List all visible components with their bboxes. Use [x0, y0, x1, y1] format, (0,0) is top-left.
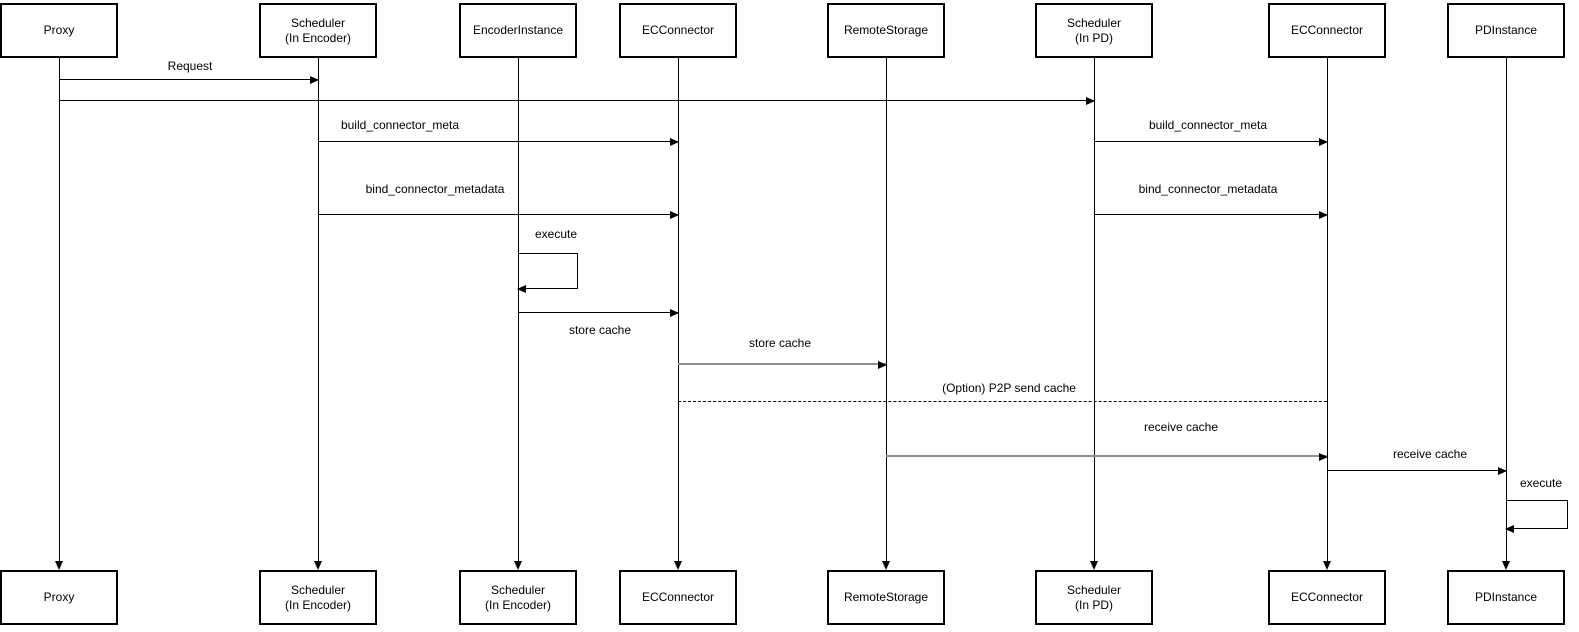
lifeline-scheduler-pd — [1094, 58, 1095, 561]
message-bind-connector-metadata-encoder — [318, 211, 679, 219]
message-store-cache-remotestorage — [678, 361, 887, 369]
self-message-execute-pd — [1505, 500, 1568, 533]
message-receive-cache-ecconnector — [886, 453, 1328, 461]
lifeline-remotestorage — [886, 58, 887, 561]
arrow-right-icon — [1319, 138, 1328, 146]
arrow-right-icon — [1498, 467, 1507, 475]
actor-bottom-box-remotestorage: RemoteStorage — [827, 570, 945, 625]
message-label-p2p-send-cache: (Option) P2P send cache — [942, 381, 1076, 395]
lifeline-arrow-down-icon — [882, 561, 890, 570]
lifeline-scheduler-encoder — [318, 58, 319, 561]
lifeline-arrow-down-icon — [1502, 561, 1510, 570]
lifeline-arrow-down-icon — [314, 561, 322, 570]
message-request — [59, 76, 319, 84]
actor-bottom-box-encoderinstance: Scheduler (In Encoder) — [459, 570, 577, 625]
actor-top-box-proxy: Proxy — [0, 3, 118, 58]
arrow-right-icon — [670, 211, 679, 219]
message-label-receive-cache-ecconnector: receive cache — [1143, 420, 1219, 434]
message-label-build-connector-meta-pd: build_connector_meta — [1148, 118, 1268, 132]
message-label-bind-connector-metadata-pd: bind_connector_metadata — [1138, 182, 1278, 196]
lifeline-encoderinstance — [518, 58, 519, 561]
actor-bottom-box-ecconnector-enc: ECConnector — [619, 570, 737, 625]
self-message-execute-encoder — [517, 253, 578, 293]
actor-top-box-scheduler-pd: Scheduler (In PD) — [1035, 3, 1153, 58]
actor-bottom-box-scheduler-pd: Scheduler (In PD) — [1035, 570, 1153, 625]
actor-top-box-remotestorage: RemoteStorage — [827, 3, 945, 58]
lifeline-arrow-down-icon — [55, 561, 63, 570]
arrow-right-icon — [1086, 97, 1095, 105]
message-label-request: Request — [167, 59, 213, 73]
message-build-connector-meta-encoder — [318, 138, 679, 146]
message-proxy-to-scheduler-pd — [59, 97, 1095, 105]
arrow-left-icon — [517, 285, 526, 293]
arrow-right-icon — [878, 361, 887, 369]
arrow-right-icon — [670, 138, 679, 146]
actor-bottom-box-proxy: Proxy — [0, 570, 118, 625]
lifeline-pdinstance — [1506, 58, 1507, 561]
lifeline-arrow-down-icon — [514, 561, 522, 570]
actor-bottom-box-ecconnector-pd: ECConnector — [1268, 570, 1386, 625]
lifeline-ecconnector-pd — [1327, 58, 1328, 561]
message-label-bind-connector-metadata-encoder: bind_connector_metadata — [365, 182, 505, 196]
arrow-right-icon — [1319, 211, 1328, 219]
lifeline-arrow-down-icon — [1090, 561, 1098, 570]
actor-top-box-ecconnector-pd: ECConnector — [1268, 3, 1386, 58]
arrow-right-icon — [310, 76, 319, 84]
message-label-build-connector-meta-encoder: build_connector_meta — [340, 118, 460, 132]
message-label-store-cache-encoderinstance: store cache — [568, 323, 632, 337]
message-label-execute-pd: execute — [1519, 476, 1563, 490]
message-label-execute-encoder: execute — [534, 227, 578, 241]
actor-bottom-box-scheduler-encoder: Scheduler (In Encoder) — [259, 570, 377, 625]
lifeline-arrow-down-icon — [1323, 561, 1331, 570]
message-label-receive-cache-pdinstance: receive cache — [1392, 447, 1468, 461]
message-label-store-cache-remotestorage: store cache — [748, 336, 812, 350]
actor-top-box-encoderinstance: EncoderInstance — [459, 3, 577, 58]
actor-bottom-box-pdinstance: PDInstance — [1447, 570, 1565, 625]
message-store-cache-encoderinstance — [518, 309, 679, 317]
arrow-right-icon — [1319, 453, 1328, 461]
lifeline-arrow-down-icon — [674, 561, 682, 570]
arrow-left-icon — [1505, 525, 1514, 533]
message-p2p-send-cache — [678, 401, 1327, 402]
actor-top-box-ecconnector-enc: ECConnector — [619, 3, 737, 58]
actor-top-box-scheduler-encoder: Scheduler (In Encoder) — [259, 3, 377, 58]
arrow-right-icon — [670, 309, 679, 317]
message-build-connector-meta-pd — [1094, 138, 1328, 146]
lifeline-proxy — [59, 58, 60, 561]
message-bind-connector-metadata-pd — [1094, 211, 1328, 219]
actor-top-box-pdinstance: PDInstance — [1447, 3, 1565, 58]
message-receive-cache-pdinstance — [1327, 467, 1507, 475]
